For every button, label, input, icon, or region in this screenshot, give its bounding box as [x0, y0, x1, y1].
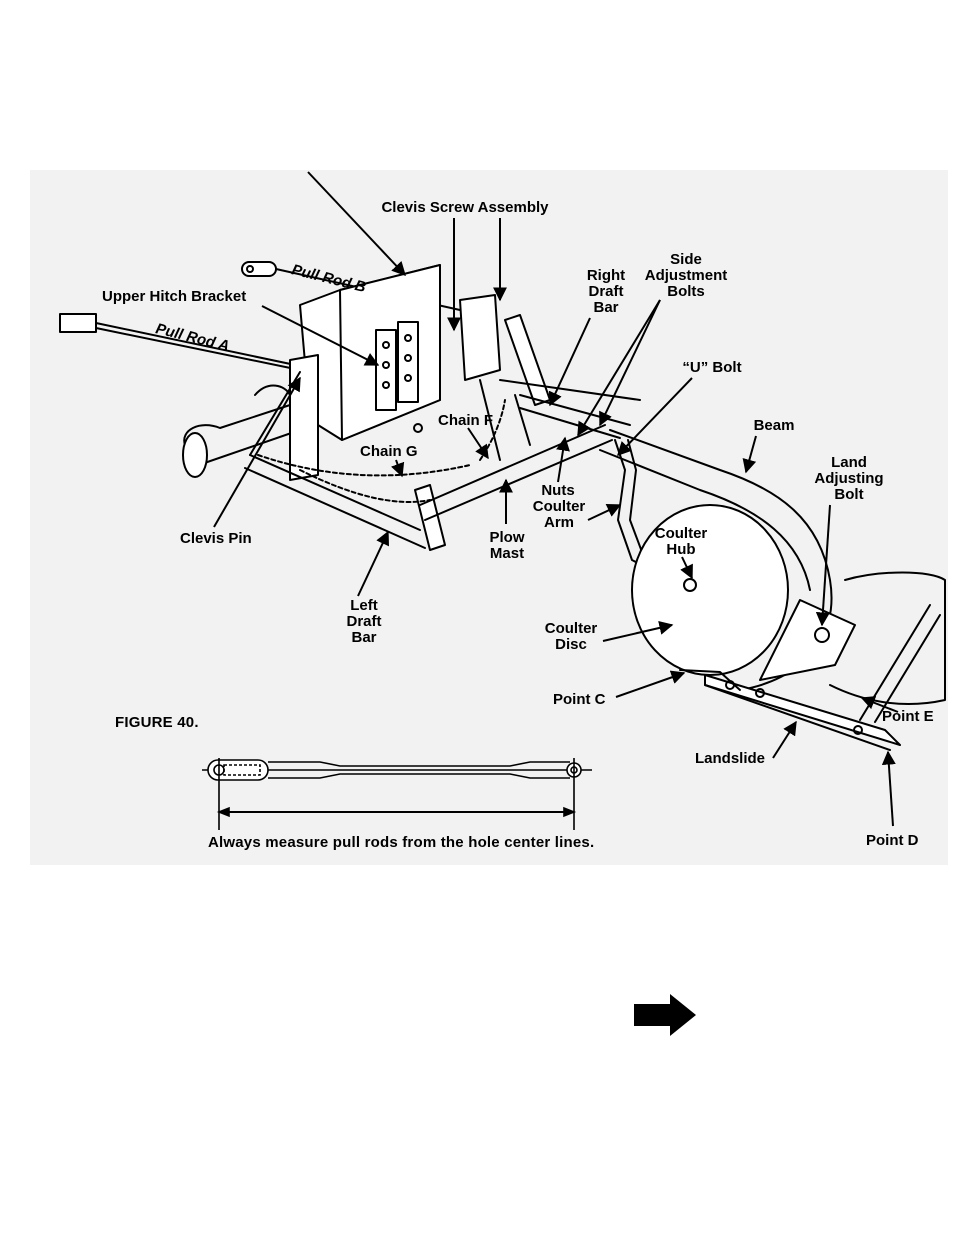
upper-hitch-bracket-label: Upper Hitch Bracket	[102, 288, 247, 305]
leader-chain-g	[391, 459, 405, 478]
plow-mast-drawing	[419, 424, 613, 521]
leader-coulter-disc	[602, 621, 674, 642]
clevis-screw-assembly-label: Clevis Screw Assembly	[381, 199, 549, 216]
leader-landslide	[772, 720, 797, 759]
leader-clevis-pin	[213, 376, 301, 528]
leader-side-adjustment-2	[599, 299, 661, 427]
left-draft-bar-label: Left Draft Bar	[346, 597, 382, 646]
pull-rod-a-drawing	[59, 313, 301, 371]
leader-point-c	[615, 670, 686, 698]
nuts-label: Nuts	[541, 482, 575, 499]
beam-label: Beam	[753, 417, 795, 434]
coulter-hub-label: Coulter Hub	[654, 525, 708, 558]
leader-top-arrow	[307, 171, 406, 277]
coulter-disc-label: Coulter Disc	[544, 620, 598, 653]
leader-coulter-arm	[587, 504, 622, 521]
point-e-label: Point E	[882, 708, 934, 725]
u-bolt-label: “U” Bolt	[682, 359, 742, 376]
side-adjustment-bolts-label: Side Adjustment Bolts	[644, 251, 728, 300]
chain-f-label: Chain F	[438, 412, 493, 429]
right-arrow-icon[interactable]	[634, 994, 698, 1036]
leader-land-adjusting-bolt	[815, 504, 831, 627]
land-adjusting-bolt-label: Land Adjusting Bolt	[814, 454, 884, 503]
chain-f-drawing	[299, 469, 431, 503]
pull-rod-measure-drawing	[202, 758, 592, 830]
clevis-pin-label: Clevis Pin	[180, 530, 252, 547]
coulter-arm-label: Coulter Arm	[532, 498, 586, 531]
chain-g-drawing	[257, 454, 471, 477]
diagram-panel	[30, 170, 948, 865]
figure-number: FIGURE 40.	[115, 714, 199, 731]
upper-hitch-bracket-drawing	[299, 264, 441, 441]
leader-nuts	[556, 436, 570, 483]
chain-g-label: Chain G	[360, 443, 418, 460]
leader-side-adjustment-1	[577, 299, 661, 437]
landslide-label: Landslide	[695, 750, 766, 767]
leader-point-d	[881, 750, 896, 827]
leader-right-draft-bar	[548, 317, 591, 407]
leader-point-e	[860, 696, 899, 713]
plow-mast-label: Plow Mast	[489, 529, 525, 562]
right-draft-bar-label: Right Draft Bar	[586, 267, 626, 316]
leader-beam	[742, 435, 757, 474]
point-c-drawing	[679, 669, 741, 691]
tractor-tube-drawing	[182, 384, 301, 478]
leader-upper-hitch-bracket	[261, 305, 380, 366]
figure-caption: Always measure pull rods from the hole c…	[208, 834, 595, 851]
leader-coulter-hub	[680, 556, 693, 580]
right-tower-drawing	[459, 294, 551, 461]
point-c-label: Point C	[553, 691, 606, 708]
leader-chain-f	[467, 427, 489, 460]
point-d-label: Point D	[866, 832, 919, 849]
leader-u-bolt	[617, 377, 693, 457]
leader-left-draft-bar	[357, 530, 389, 597]
